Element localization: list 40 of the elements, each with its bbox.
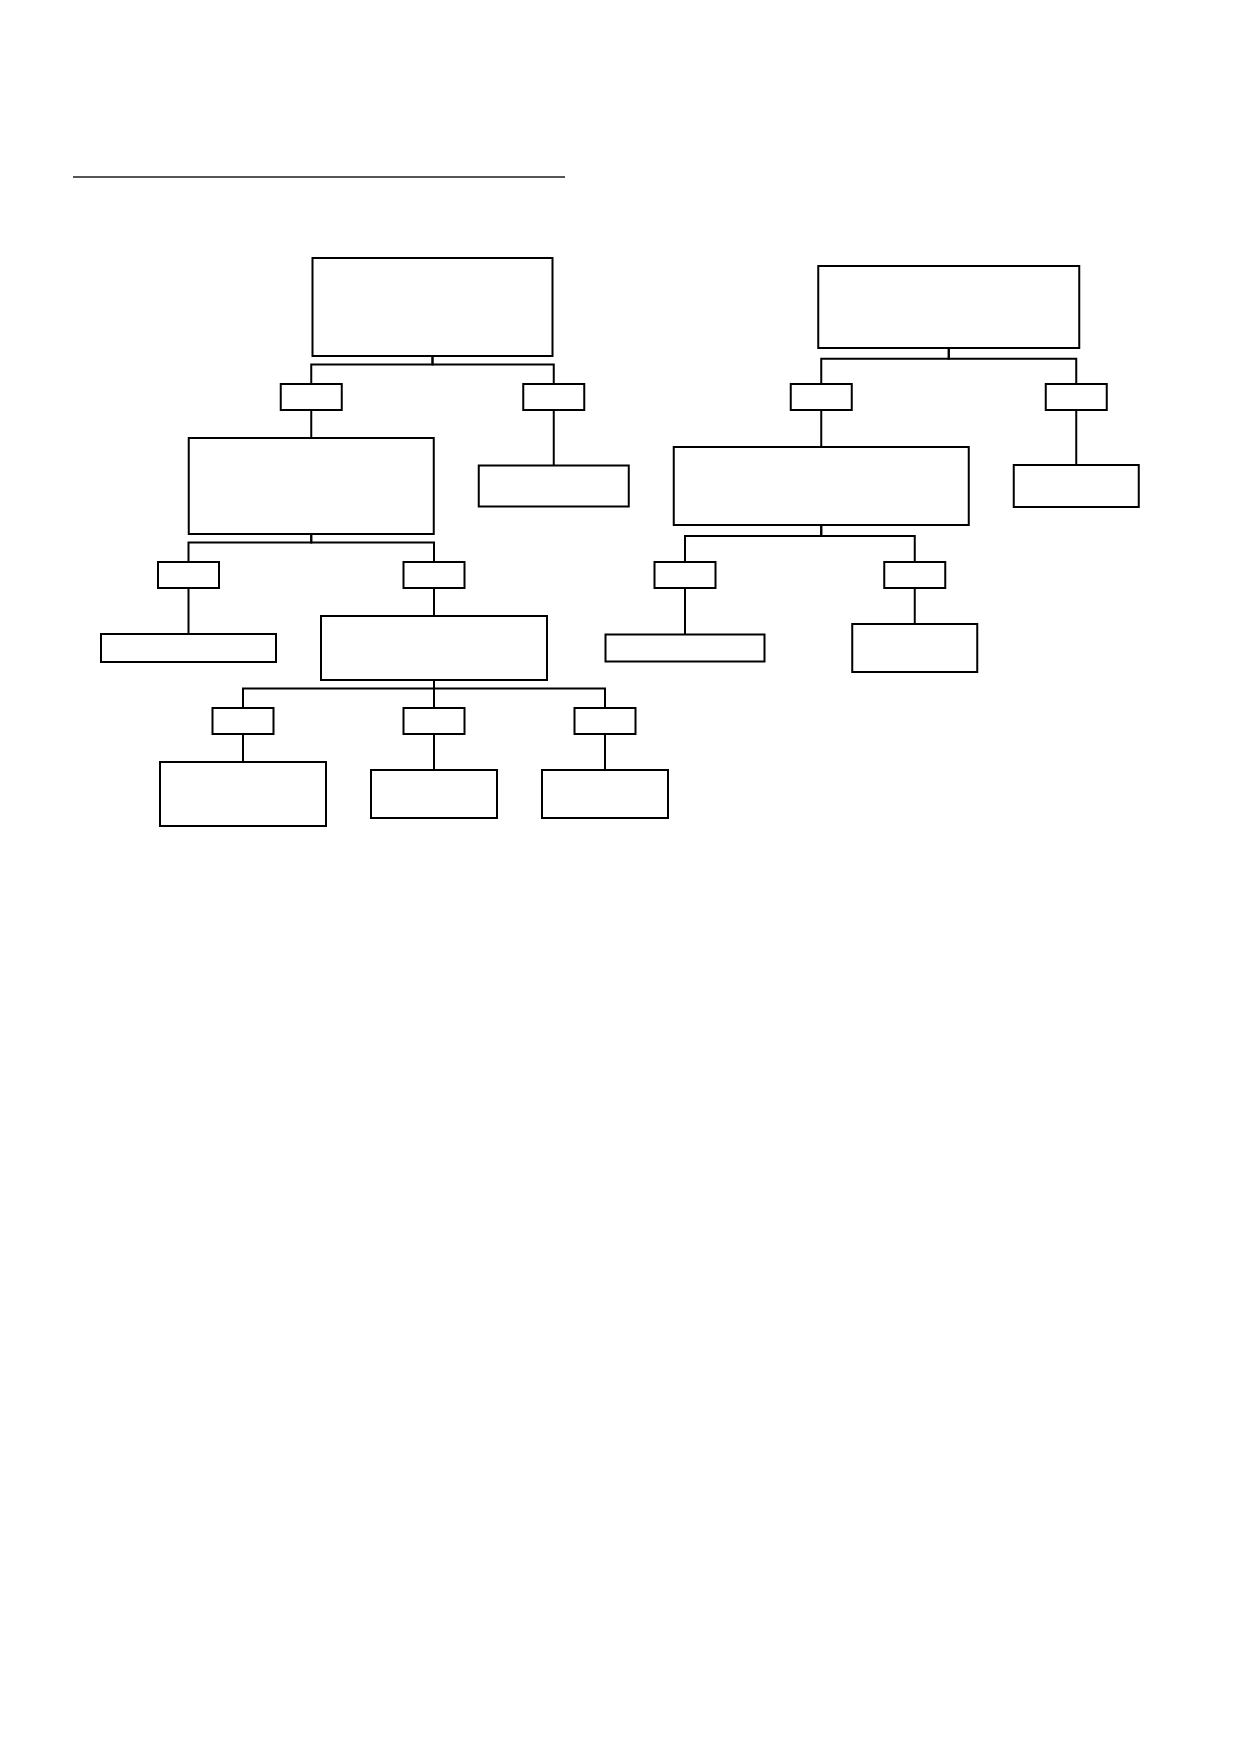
empty-box [157, 561, 221, 589]
empty-box [279, 383, 343, 411]
empty-box [573, 707, 637, 735]
empty-box [541, 769, 670, 819]
empty-box [187, 437, 435, 535]
connector-line [684, 587, 687, 636]
empty-box [100, 633, 278, 663]
empty-box [477, 464, 630, 508]
empty-box [817, 265, 1081, 349]
connector-line [431, 355, 555, 385]
empty-box [883, 561, 947, 589]
empty-box [604, 633, 766, 663]
empty-box [851, 623, 979, 673]
empty-box [1044, 383, 1108, 411]
empty-box [311, 257, 554, 357]
connector-line [552, 409, 555, 467]
connector-line [310, 409, 313, 439]
connector-line [1075, 409, 1078, 466]
connector-line [242, 733, 245, 763]
empty-box [402, 707, 466, 735]
empty-box [1012, 464, 1140, 508]
empty-box [370, 769, 499, 819]
empty-box [672, 446, 970, 526]
empty-box [653, 561, 717, 589]
empty-box [320, 615, 549, 681]
connector-line [820, 409, 823, 448]
connector-line [187, 587, 190, 635]
connector-line [310, 533, 436, 563]
empty-box [789, 383, 853, 411]
connector-line [947, 347, 1078, 385]
connector-line [433, 679, 607, 709]
connector-line [604, 733, 607, 771]
empty-box [402, 561, 466, 589]
connector-line [433, 733, 436, 771]
empty-box [159, 761, 328, 827]
connector-line [913, 587, 916, 625]
connector-line [820, 524, 916, 563]
empty-box [522, 383, 586, 411]
connector-line [433, 587, 436, 617]
empty-box [211, 707, 275, 735]
